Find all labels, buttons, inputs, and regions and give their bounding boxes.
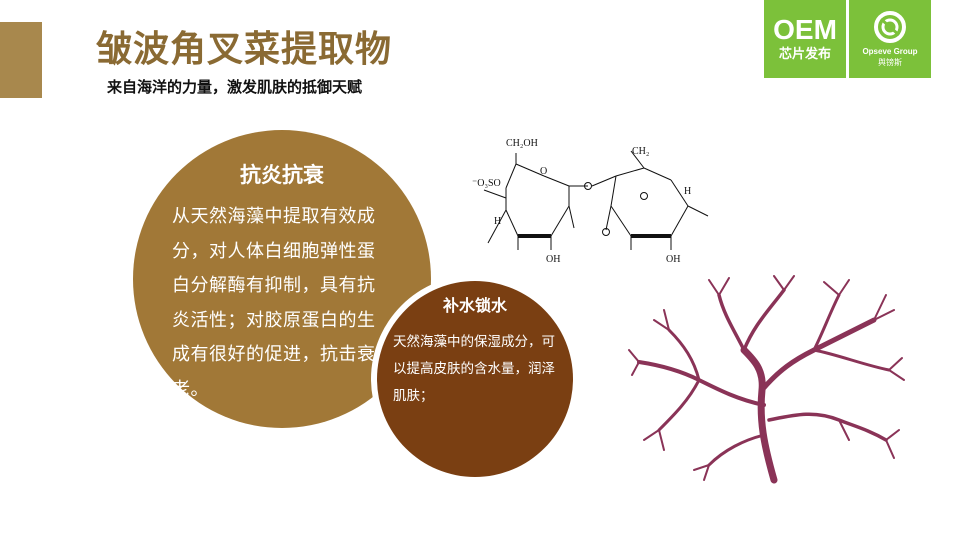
structure-label-h: H [494,216,501,227]
oem-logo-text: OEM [773,14,837,45]
page-title: 皱波角叉菜提取物 [96,29,393,70]
structure-label-ch2: CH₂ [632,146,649,157]
anti-inflammation-heading: 抗炎抗衰 [240,163,324,187]
group-logo-name-cn: 舆镑斯 [878,58,902,67]
structure-label-o3so: ⁻O₃SO [472,178,501,189]
molecule-structure-icon: CH₂OH ⁻O₃SO H OH O CH₂ H OH [472,138,709,265]
structure-label-oh: OH [546,254,560,265]
seaweed-image [628,275,905,484]
structure-label-ch2oh: CH₂OH [506,138,538,149]
hydration-text: 天然海藻中的保湿成分，可以提高皮肤的含水量，润泽肌肤； [393,334,555,404]
group-logo-name-en: Opseve Group [862,47,918,56]
structure-label-h-right: H [684,186,691,197]
structure-label-oh-right: OH [666,254,680,265]
page-subtitle: 来自海洋的力量，激发肌肤的抵御天赋 [107,78,363,96]
structure-label-o: O [540,166,547,177]
hydration-circle: 补水锁水 天然海藻中的保湿成分，可以提高皮肤的含水量，润泽肌肤； [377,281,573,477]
accent-bar [0,22,42,98]
oem-logo-subtext: 芯片发布 [778,47,831,62]
group-logo: Opseve Group 舆镑斯 [849,0,931,78]
hydration-heading: 补水锁水 [442,296,507,315]
ring-logo-icon [874,11,906,43]
anti-inflammation-text: 从天然海藻中提取有效成分，对人体白细胞弹性蛋白分解酶有抑制，具有抗炎活性；对胶原… [172,206,376,400]
oem-logo: OEM 芯片发布 [764,0,846,78]
